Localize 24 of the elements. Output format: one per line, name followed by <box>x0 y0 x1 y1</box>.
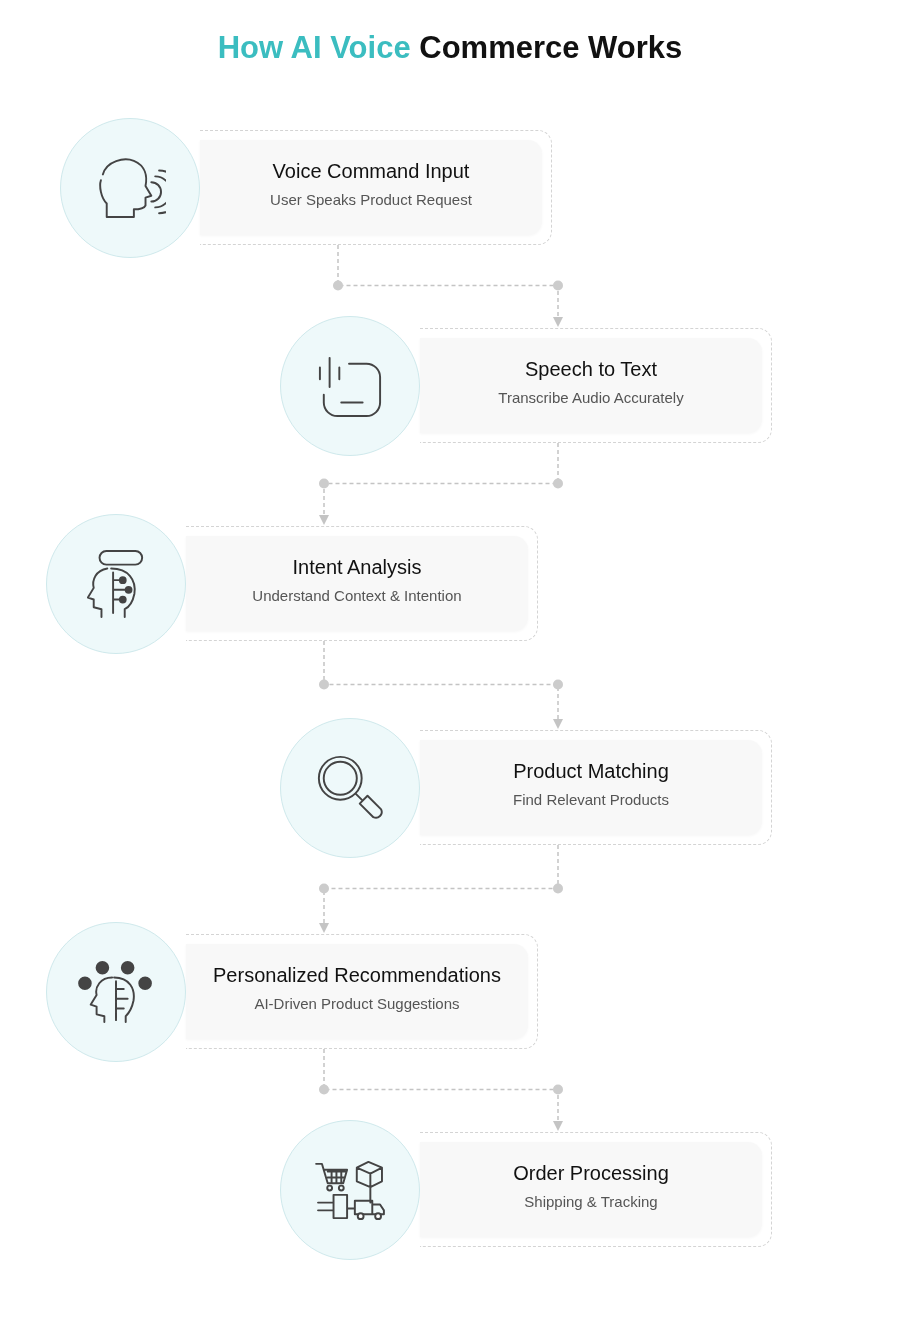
dashed-connector <box>319 844 559 933</box>
step-description: Shipping & Tracking <box>524 1193 658 1210</box>
step-description: User Speaks Product Request <box>270 191 472 208</box>
dashed-connector <box>323 1048 563 1131</box>
step-description: Understand Context & Intention <box>252 587 462 604</box>
dashed-connector <box>323 640 563 729</box>
dashed-step-frame <box>420 730 772 845</box>
dashed-step-frame <box>420 1132 772 1247</box>
dashed-connector <box>337 244 563 327</box>
step-description: Transcribe Audio Accurately <box>498 389 684 406</box>
step-description: AI-Driven Product Suggestions <box>254 995 460 1012</box>
step-heading: Speech to Text <box>525 358 657 381</box>
title: How AI Voice Commerce Works <box>216 30 684 66</box>
step-heading: Order Processing <box>513 1162 669 1185</box>
dashed-connector <box>319 442 559 525</box>
step-heading: Product Matching <box>513 760 669 783</box>
step-heading: Intent Analysis <box>292 556 422 579</box>
step-description: Find Relevant Products <box>513 791 669 808</box>
step-heading: Personalized Recommendations <box>213 964 501 987</box>
dashed-step-frame <box>420 328 772 443</box>
dashed-step-frame <box>200 130 552 245</box>
dashed-step-frame <box>186 934 538 1049</box>
dashed-step-frame <box>186 526 538 641</box>
step-heading: Voice Command Input <box>272 160 470 183</box>
